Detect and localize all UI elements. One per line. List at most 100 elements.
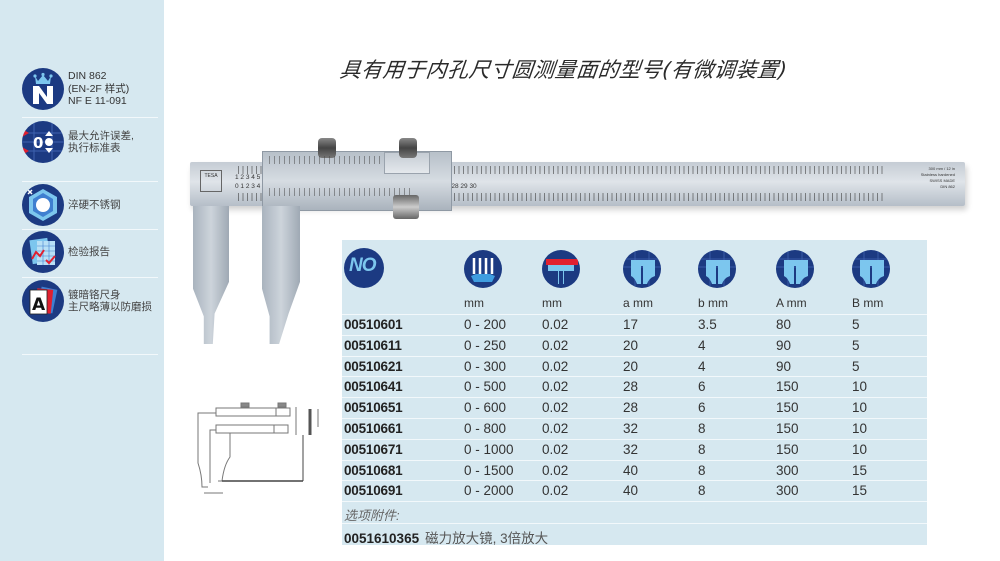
cell-code: 00510641 <box>344 379 403 395</box>
cell-b: 6 <box>698 379 706 395</box>
svg-text:0: 0 <box>33 134 43 152</box>
feature-text-line: 检验报告 <box>68 245 110 258</box>
cell-a: 28 <box>623 379 639 395</box>
measuring-range-icon <box>464 250 502 288</box>
unit-a: a mm <box>623 296 653 310</box>
cell-code: 00510691 <box>344 483 403 499</box>
table-row: 00510611 0 - 250 0.02 20 4 90 5 <box>342 334 927 356</box>
spec-table: NO <box>342 240 927 547</box>
feature-text-line: 执行标准表 <box>68 142 121 154</box>
cell-code: 00510661 <box>344 420 403 436</box>
brand-logo: TESA <box>200 170 222 192</box>
table-row: 00510671 0 - 1000 0.02 32 8 150 10 <box>342 438 927 460</box>
inch-scale <box>238 166 885 174</box>
option-row: 0051610365 磁力放大镜, 3倍放大 <box>342 523 927 547</box>
cell-A: 150 <box>776 441 799 457</box>
cell-resolution: 0.02 <box>542 358 569 374</box>
feature-text-line: DIN 862 <box>68 70 107 83</box>
option-code: 0051610365 <box>344 531 420 547</box>
caliper-image: TESA 1 2 3 4 5 6 7 8 9 10 11 12 13 0 1 2… <box>185 130 985 360</box>
table-row: 00510681 0 - 1500 0.02 40 8 300 15 <box>342 459 927 481</box>
table-row: 00510621 0 - 300 0.02 20 4 90 5 <box>342 355 927 377</box>
cell-b: 6 <box>698 400 706 416</box>
unit-B: B mm <box>852 296 884 310</box>
fine-adjust-screw <box>399 138 417 158</box>
unit-A: A mm <box>776 296 807 310</box>
cell-B: 10 <box>852 420 868 436</box>
feature-text-line: (EN-2F 样式) <box>68 82 130 95</box>
cell-range: 0 - 500 <box>464 379 507 395</box>
divider <box>22 181 158 182</box>
svg-text:A: A <box>32 295 46 315</box>
cell-range: 0 - 600 <box>464 400 507 416</box>
unit-range: mm <box>464 296 484 310</box>
feature-din-standard: DIN 862 (EN-2F 样式) NF E 11-091 <box>22 68 162 110</box>
cell-a: 20 <box>623 337 639 353</box>
cell-A: 90 <box>776 358 792 374</box>
cell-b: 3.5 <box>698 317 717 332</box>
fine-adjust-block <box>384 138 430 174</box>
cell-resolution: 0.02 <box>542 400 569 416</box>
unit-b: b mm <box>698 296 728 310</box>
cell-A: 80 <box>776 317 792 332</box>
cell-resolution: 0.02 <box>542 462 569 478</box>
table-row: 00510651 0 - 600 0.02 28 6 150 10 <box>342 397 927 418</box>
cell-a: 40 <box>623 483 639 499</box>
feature-inspection-report: 检验报告 <box>22 231 162 273</box>
jaw-b-icon <box>698 250 736 288</box>
cell-code: 00510651 <box>344 400 403 416</box>
jaw-a-icon <box>623 250 661 288</box>
cell-range: 0 - 250 <box>464 337 507 353</box>
feature-tolerance: 0 最大允许误差, 执行标准表 <box>22 121 162 163</box>
cell-b: 8 <box>698 420 706 436</box>
cell-a: 40 <box>623 462 639 478</box>
cell-code: 00510681 <box>344 462 403 478</box>
movable-jaw <box>262 206 300 344</box>
cell-b: 4 <box>698 358 706 374</box>
cell-range: 0 - 1500 <box>464 462 514 478</box>
mm-scale <box>238 193 885 201</box>
chrome-plated-icon: A <box>22 280 64 322</box>
jaw-B-icon <box>852 250 890 288</box>
cell-code: 00510611 <box>344 337 402 353</box>
tolerance-icon: 0 <box>22 121 64 163</box>
cell-code: 00510601 <box>344 317 403 332</box>
cell-a: 28 <box>623 400 639 416</box>
cell-B: 10 <box>852 379 868 395</box>
cell-resolution: 0.02 <box>542 317 569 332</box>
cell-resolution: 0.02 <box>542 441 569 457</box>
feature-text-line: 镀暗铬尺身 <box>68 288 121 301</box>
divider <box>22 354 158 355</box>
resolution-icon <box>542 250 580 288</box>
cell-A: 150 <box>776 420 799 436</box>
cell-code: 00510671 <box>344 441 403 457</box>
cell-range: 0 - 300 <box>464 358 507 374</box>
table-row: 00510601 0 - 200 0.02 17 3.5 80 5 <box>342 314 927 335</box>
cell-code: 00510621 <box>344 358 403 374</box>
feature-sidebar: DIN 862 (EN-2F 样式) NF E 11-091 0 最大允许误差,… <box>0 0 164 561</box>
cell-resolution: 0.02 <box>542 337 569 353</box>
table-row: 00510641 0 - 500 0.02 28 6 150 10 <box>342 376 927 398</box>
cell-resolution: 0.02 <box>542 483 569 499</box>
din-standard-icon <box>22 68 64 110</box>
cell-resolution: 0.02 <box>542 420 569 436</box>
dimension-diagram <box>188 395 328 495</box>
cell-B: 5 <box>852 337 860 353</box>
table-header: NO <box>342 240 927 314</box>
cell-A: 150 <box>776 400 799 416</box>
cell-A: 150 <box>776 379 799 395</box>
cell-B: 5 <box>852 317 860 332</box>
cell-b: 4 <box>698 337 706 353</box>
cell-B: 5 <box>852 358 860 374</box>
feature-text-line: 淬硬不锈钢 <box>68 198 121 211</box>
cell-b: 8 <box>698 483 706 499</box>
cell-a: 32 <box>623 420 639 436</box>
cell-B: 10 <box>852 400 868 416</box>
feature-chrome-plated: A 镀暗铬尺身 主尺略薄以防磨损 <box>22 280 162 322</box>
beam-label: 300 mm / 12 in Stainless hardened SWISS … <box>920 166 955 189</box>
option-description: 磁力放大镜, 3倍放大 <box>425 531 549 547</box>
divider <box>22 229 158 230</box>
cell-range: 0 - 200 <box>464 317 507 332</box>
fine-adjust-clamp <box>393 195 419 219</box>
unit-resolution: mm <box>542 296 562 310</box>
